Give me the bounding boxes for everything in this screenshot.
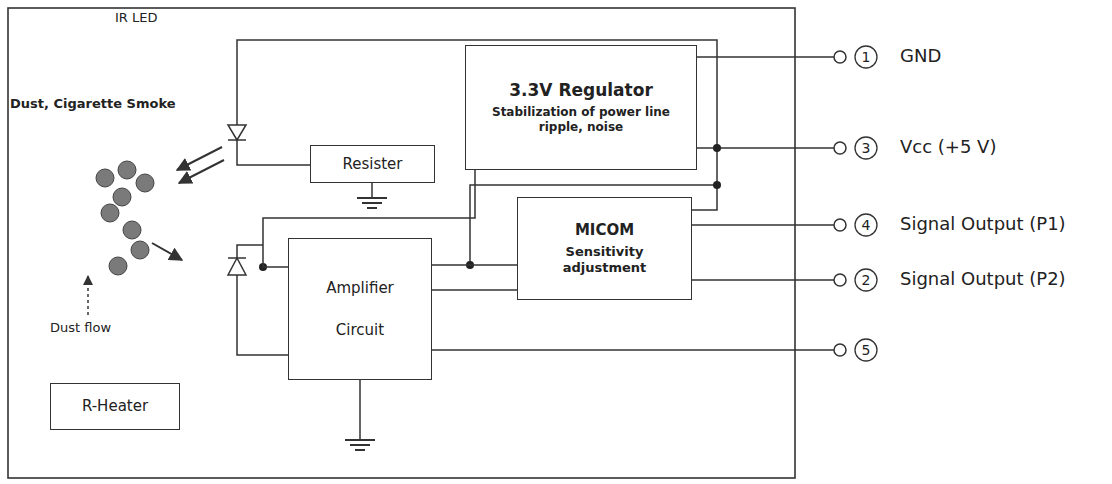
wires xyxy=(697,56,834,58)
pin-number: 5 xyxy=(862,342,871,359)
junction-dot xyxy=(713,144,721,152)
pin-number-circle xyxy=(855,269,877,291)
ground-symbol xyxy=(345,439,375,441)
pin-terminal xyxy=(834,142,846,154)
pin-number: 3 xyxy=(862,140,871,157)
ground-symbol xyxy=(367,207,377,209)
dust-particles xyxy=(136,174,154,192)
pin-number-circle xyxy=(855,339,877,361)
pin-number-circle xyxy=(855,46,877,68)
pin-terminal xyxy=(834,51,846,356)
ground-symbol xyxy=(355,449,365,451)
signal-wire xyxy=(432,289,517,291)
component-label: IR LED xyxy=(115,10,157,26)
photodiode-symbol xyxy=(228,257,246,259)
ground-symbol xyxy=(350,444,370,446)
housing-outline xyxy=(8,8,795,478)
light-arrow xyxy=(152,147,224,260)
light-arrow xyxy=(152,243,182,260)
wires xyxy=(359,380,361,440)
amplifier-box: Amplifier Circuit xyxy=(288,238,432,380)
pin-terminal xyxy=(834,219,846,231)
dust-particles xyxy=(118,161,136,179)
pin-number: 1 xyxy=(862,49,871,66)
housing-outline xyxy=(8,8,795,478)
box-text: Resister xyxy=(342,155,402,174)
pin-terminal xyxy=(834,274,846,286)
pin-number-circle xyxy=(855,137,877,159)
box-text: MICOM xyxy=(575,221,634,240)
box-text: Sensitivity adjustment xyxy=(525,244,685,277)
dust-particles xyxy=(131,241,149,259)
ir-led-symbol xyxy=(228,125,246,140)
dust-particles xyxy=(123,221,141,239)
regulator-box: 3.3V RegulatorStabilization of power lin… xyxy=(465,45,697,170)
box-text: Stabilization of power line ripple, nois… xyxy=(486,105,676,135)
dust-flow-arrow xyxy=(87,276,89,315)
signal-name: Signal Output (P2) xyxy=(900,268,1066,290)
pin-number: 4 xyxy=(862,217,871,234)
box-text: Amplifier Circuit xyxy=(313,267,408,351)
ground-symbol xyxy=(362,202,382,204)
ir-led-symbol xyxy=(228,139,246,141)
dust-particles xyxy=(109,257,127,275)
dust-particles xyxy=(96,161,154,275)
wires xyxy=(237,245,263,258)
pin-number-circle xyxy=(855,46,877,361)
box-text: 3.3V Regulator xyxy=(509,80,653,101)
pin-number-circle xyxy=(855,214,877,236)
dust-particles xyxy=(101,204,119,222)
pin-name: Vcc (+5 V) xyxy=(900,136,996,158)
flow-label: Dust flow xyxy=(50,320,111,336)
junction-dot xyxy=(713,181,721,189)
ground-symbol xyxy=(357,197,387,199)
wires xyxy=(690,279,834,281)
particle-label: Dust, Cigarette Smoke xyxy=(10,96,176,112)
signal-name: Signal Output (P1) xyxy=(900,213,1066,235)
dust-flow-arrow xyxy=(87,276,89,315)
pin-number: 2 xyxy=(862,272,871,289)
pin-terminal xyxy=(834,344,846,356)
light-arrow xyxy=(179,160,224,183)
wires xyxy=(371,183,373,198)
pin-terminal xyxy=(834,51,846,63)
wires xyxy=(432,349,834,351)
ir-led-symbol xyxy=(228,125,246,140)
heater-box: R-Heater xyxy=(50,383,180,430)
photodiode-symbol xyxy=(228,258,246,275)
dust-particles xyxy=(96,169,114,187)
photodiode-symbol xyxy=(228,258,246,275)
micom-box: MICOM Sensitivity adjustment xyxy=(517,197,692,300)
light-arrow xyxy=(177,147,222,170)
wires xyxy=(690,224,834,226)
wires xyxy=(237,275,288,355)
resistor-box: Resister xyxy=(310,145,435,183)
pin-name: GND xyxy=(900,45,941,67)
signal-wire xyxy=(432,264,517,266)
dust-particles xyxy=(113,188,131,206)
wires xyxy=(237,40,834,440)
wires xyxy=(237,140,310,165)
box-text: R-Heater xyxy=(82,397,148,416)
